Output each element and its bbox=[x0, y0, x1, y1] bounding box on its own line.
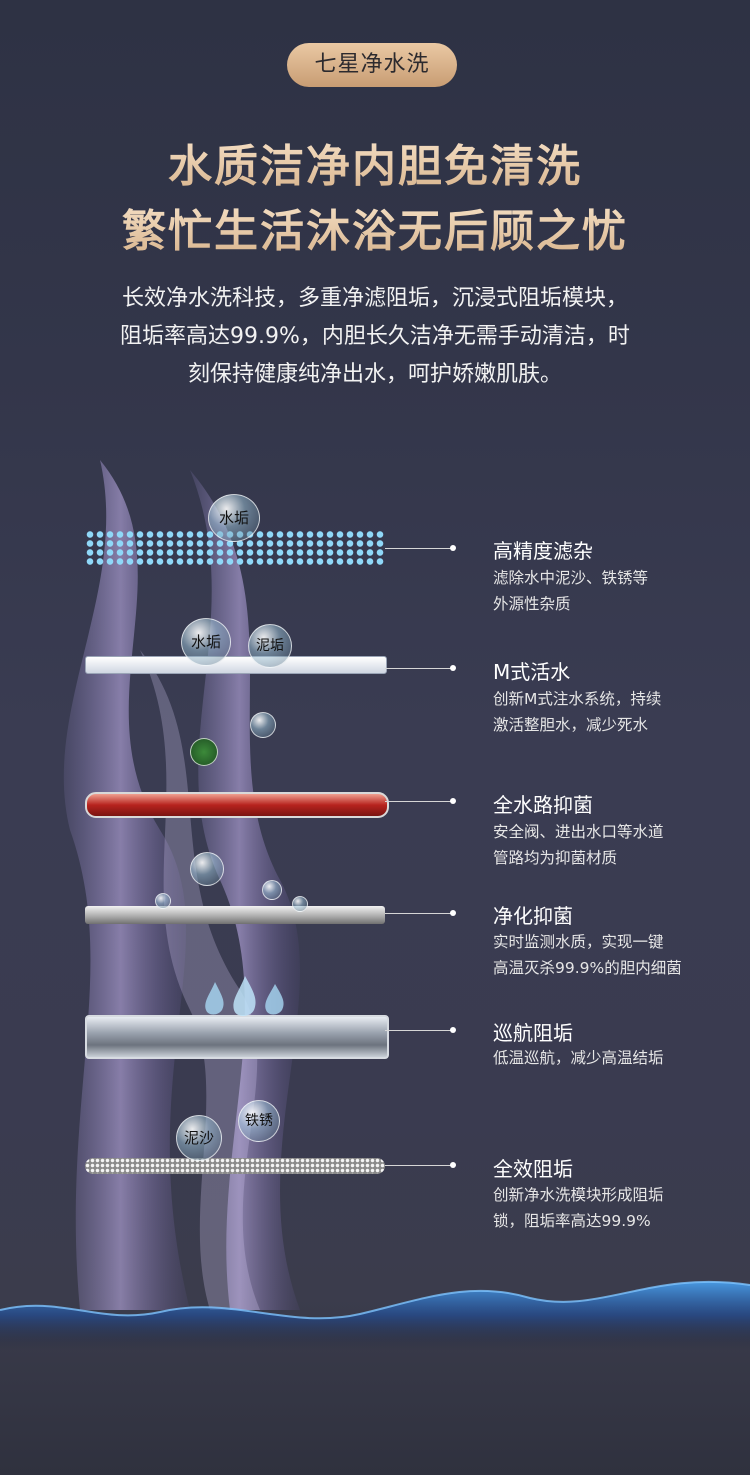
blue-water-wave bbox=[0, 1280, 750, 1350]
intro-line-3: 刻保持健康纯净出水，呵护娇嫩肌肤。 bbox=[187, 362, 562, 387]
bacteria-icon bbox=[190, 738, 218, 766]
feature-title: 高精度滤杂 bbox=[493, 539, 593, 563]
feature-title: 净化抑菌 bbox=[493, 904, 573, 928]
intro-line-2: 阻垢率高达99.9%，内胆长久洁净无需手动清洁，时 bbox=[120, 324, 630, 349]
intro-line-1: 长效净水洗科技，多重净滤阻垢，沉浸式阻垢模块， bbox=[121, 286, 628, 311]
feature-desc-line: 安全阀、进出水口等水道 bbox=[493, 823, 664, 841]
feature-title: 全效阻垢 bbox=[493, 1157, 573, 1181]
headline-line-2: 繁忙生活沐浴无后顾之忧 bbox=[0, 195, 750, 259]
scale-inhibit-mesh-layer bbox=[85, 1158, 385, 1174]
connector-line bbox=[385, 913, 453, 914]
bubble-mud: 泥垢 bbox=[248, 624, 292, 668]
feature-desc-line: 外源性杂质 bbox=[493, 595, 571, 613]
connector-line bbox=[385, 668, 453, 669]
small-bubble-icon bbox=[190, 852, 224, 886]
feature-title: 巡航阻垢 bbox=[493, 1021, 573, 1045]
water-drop-icons bbox=[205, 976, 284, 1016]
connector-dot bbox=[450, 545, 456, 551]
feature-desc-line: 高温灭杀99.9%的胆内细菌 bbox=[493, 959, 682, 977]
headline-line-1: 水质洁净内胆免清洗 bbox=[0, 130, 750, 194]
antibacterial-red-layer bbox=[85, 792, 389, 818]
purify-layer bbox=[85, 906, 385, 924]
bubble-scale-2: 水垢 bbox=[181, 618, 231, 666]
connector-line bbox=[385, 1165, 453, 1166]
bubble-sand: 泥沙 bbox=[176, 1115, 222, 1161]
small-bubble-icon bbox=[292, 896, 308, 912]
feature-title: 全水路抑菌 bbox=[493, 793, 593, 817]
small-bubble-icon bbox=[262, 880, 282, 900]
connector-dot bbox=[450, 1162, 456, 1168]
feature-desc-line: 低温巡航，减少高温结垢 bbox=[493, 1049, 664, 1067]
feature-desc-line: 激活整胆水，减少死水 bbox=[493, 716, 649, 734]
connector-line bbox=[385, 801, 453, 802]
bacteria-bubble-icon bbox=[250, 712, 276, 738]
section-badge: 七星净水洗 bbox=[287, 43, 457, 87]
cruise-layer bbox=[85, 1015, 389, 1059]
feature-desc-line: 滤除水中泥沙、铁锈等 bbox=[493, 569, 649, 587]
m-style-layer bbox=[85, 656, 387, 674]
feature-title: M式活水 bbox=[493, 660, 571, 684]
connector-dot bbox=[450, 910, 456, 916]
connector-dot bbox=[450, 798, 456, 804]
bubble-rust: 铁锈 bbox=[238, 1100, 280, 1142]
connector-dot bbox=[450, 1027, 456, 1033]
connector-line bbox=[385, 548, 453, 549]
small-bubble-icon bbox=[155, 893, 171, 909]
feature-desc-line: 实时监测水质，实现一键 bbox=[493, 933, 664, 951]
feature-desc-line: 创新净水洗模块形成阻垢 bbox=[493, 1186, 664, 1204]
feature-desc-line: 锁，阻垢率高达99.9% bbox=[493, 1212, 651, 1230]
feature-desc-line: 管路均为抑菌材质 bbox=[493, 849, 618, 867]
connector-line bbox=[385, 1030, 453, 1031]
feature-desc-line: 创新M式注水系统，持续 bbox=[493, 690, 662, 708]
connector-dot bbox=[450, 665, 456, 671]
bubble-scale-1: 水垢 bbox=[208, 494, 260, 542]
